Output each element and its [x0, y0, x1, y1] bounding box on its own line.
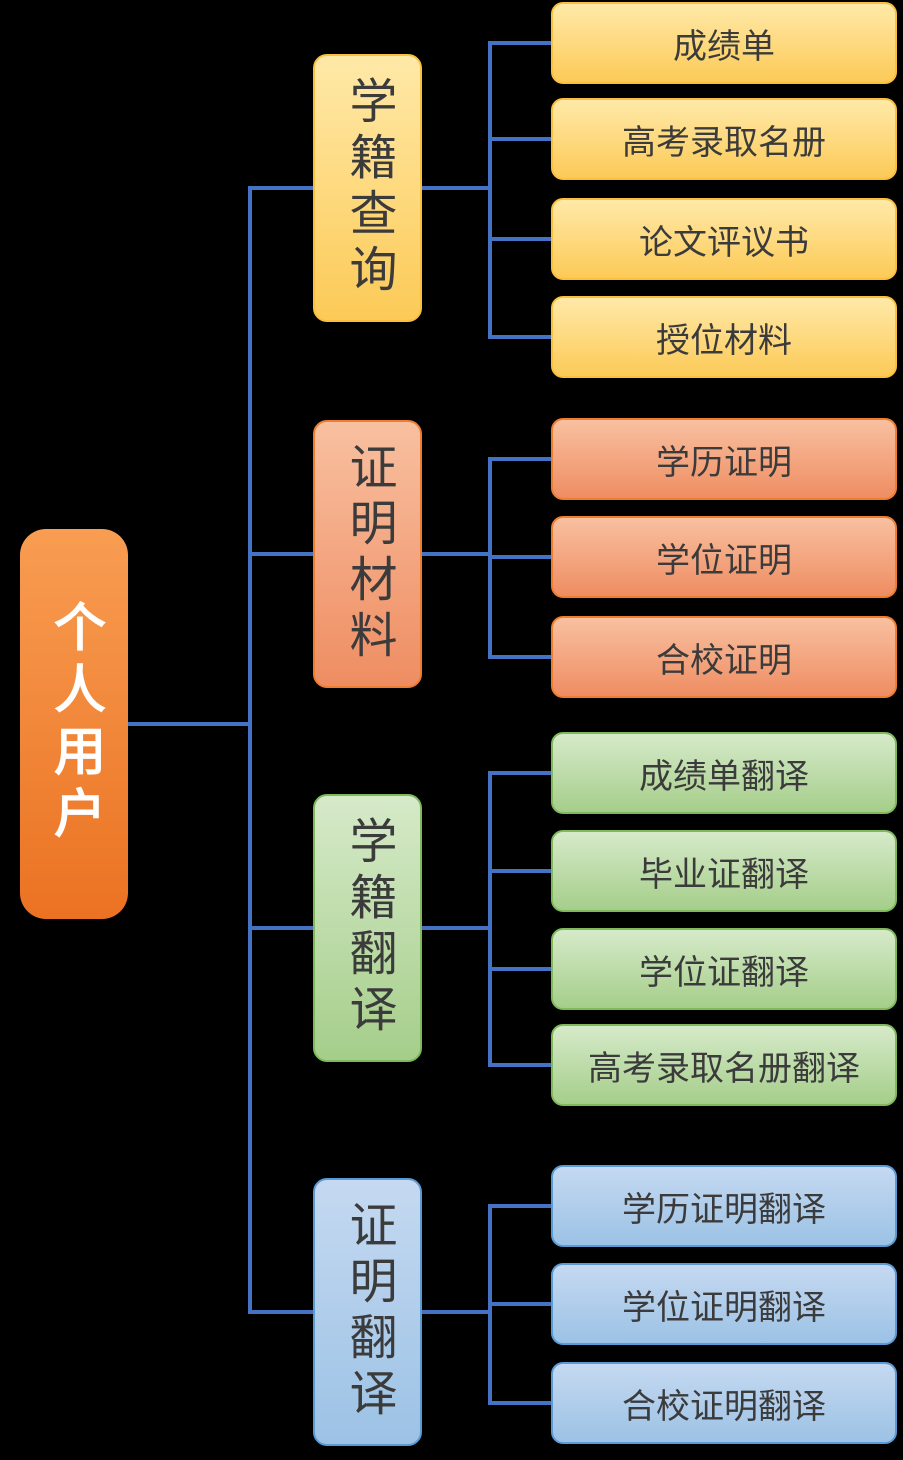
child-node: 合校证明翻译 [551, 1362, 897, 1444]
connector-group1-left [248, 186, 315, 190]
child-label: 学位证明 [656, 542, 792, 580]
connector-child-branch [488, 869, 553, 873]
child-node: 论文评议书 [551, 198, 897, 280]
root-node: 个人用户 [20, 529, 128, 919]
connector-child-branch [488, 1401, 553, 1405]
category-label: 学籍查询 [341, 76, 395, 300]
connector-group3-trunk [488, 771, 492, 1067]
child-node: 高考录取名册 [551, 98, 897, 180]
child-node: 学位证明翻译 [551, 1263, 897, 1345]
connector-group2-right [422, 552, 492, 556]
connector-group4-left [248, 1310, 315, 1314]
category-node-2: 证明材料 [313, 420, 422, 688]
child-node: 高考录取名册翻译 [551, 1024, 897, 1106]
connector-child-branch [488, 137, 553, 141]
child-label: 学历证明翻译 [622, 1191, 826, 1229]
category-label: 学籍翻译 [341, 816, 395, 1040]
connector-child-branch [488, 655, 553, 659]
connector-group3-right [422, 926, 492, 930]
child-node: 合校证明 [551, 616, 897, 698]
child-label: 成绩单翻译 [639, 758, 809, 796]
connector-child-branch [488, 967, 553, 971]
category-node-1: 学籍查询 [313, 54, 422, 322]
child-label: 授位材料 [656, 322, 792, 360]
connector-group1-trunk [488, 41, 492, 339]
connector-group2-left [248, 552, 315, 556]
child-node: 毕业证翻译 [551, 830, 897, 912]
connector-child-branch [488, 771, 553, 775]
connector-child-branch [488, 1302, 553, 1306]
child-node: 学历证明翻译 [551, 1165, 897, 1247]
child-label: 成绩单 [673, 28, 775, 66]
child-label: 合校证明翻译 [622, 1388, 826, 1426]
child-node: 学位证翻译 [551, 928, 897, 1010]
connector-child-branch [488, 335, 553, 339]
child-label: 论文评议书 [639, 224, 809, 262]
connector-child-branch [488, 41, 553, 45]
root-label: 个人用户 [45, 600, 103, 848]
connector-group3-left [248, 926, 315, 930]
connector-child-branch [488, 457, 553, 461]
connector-group4-right [422, 1310, 492, 1314]
category-node-4: 证明翻译 [313, 1178, 422, 1446]
child-node: 授位材料 [551, 296, 897, 378]
connector-root-branch [128, 722, 252, 726]
connector-child-branch [488, 1204, 553, 1208]
connector-child-branch [488, 237, 553, 241]
child-label: 高考录取名册 [622, 124, 826, 162]
child-node: 学历证明 [551, 418, 897, 500]
category-node-3: 学籍翻译 [313, 794, 422, 1062]
child-label: 合校证明 [656, 642, 792, 680]
connector-main-trunk [248, 186, 252, 1314]
connector-child-branch [488, 555, 553, 559]
child-label: 学历证明 [656, 444, 792, 482]
child-node: 成绩单 [551, 2, 897, 84]
child-label: 高考录取名册翻译 [588, 1050, 860, 1088]
connector-child-branch [488, 1063, 553, 1067]
child-label: 学位证明翻译 [622, 1289, 826, 1327]
category-label: 证明翻译 [341, 1200, 395, 1424]
child-label: 学位证翻译 [639, 954, 809, 992]
connector-group1-right [422, 186, 492, 190]
category-label: 证明材料 [341, 442, 395, 666]
child-node: 成绩单翻译 [551, 732, 897, 814]
child-node: 学位证明 [551, 516, 897, 598]
child-label: 毕业证翻译 [639, 856, 809, 894]
